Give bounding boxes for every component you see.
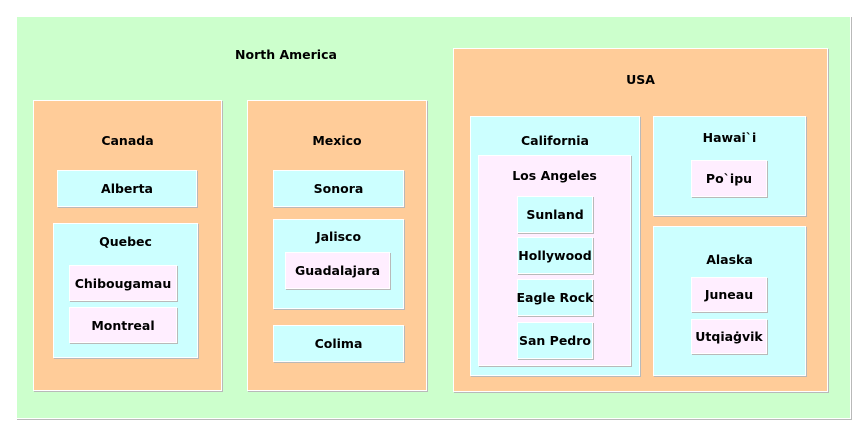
district-eagle-rock: Eagle Rock <box>517 279 594 316</box>
city-montreal: Montreal <box>69 307 177 343</box>
region-sonora: Sonora <box>273 170 404 207</box>
city-utqiagvik: Utqiaġvik <box>691 319 767 354</box>
city-poipu: Po`ipu <box>691 160 767 197</box>
region-label-alaska: Alaska <box>706 252 753 267</box>
city-guadalajara: Guadalajara <box>285 252 390 289</box>
region-label-quebec: Quebec <box>99 234 152 249</box>
region-label-california: California <box>521 133 589 148</box>
country-label-mexico: Mexico <box>312 133 362 148</box>
region-alberta: Alberta <box>57 170 197 207</box>
city-label-los-angeles: Los Angeles <box>512 168 597 183</box>
district-san-pedro: San Pedro <box>517 322 593 359</box>
district-sunland: Sunland <box>517 196 593 233</box>
continent-label: North America <box>235 47 337 62</box>
district-hollywood: Hollywood <box>517 237 593 274</box>
country-label-usa: USA <box>626 72 655 87</box>
region-label-hawaii: Hawai`i <box>702 130 757 145</box>
country-label-canada: Canada <box>101 133 154 148</box>
city-juneau: Juneau <box>691 277 767 312</box>
region-colima: Colima <box>273 325 404 362</box>
city-chibougamau: Chibougamau <box>69 265 177 301</box>
region-label-jalisco: Jalisco <box>315 229 362 244</box>
